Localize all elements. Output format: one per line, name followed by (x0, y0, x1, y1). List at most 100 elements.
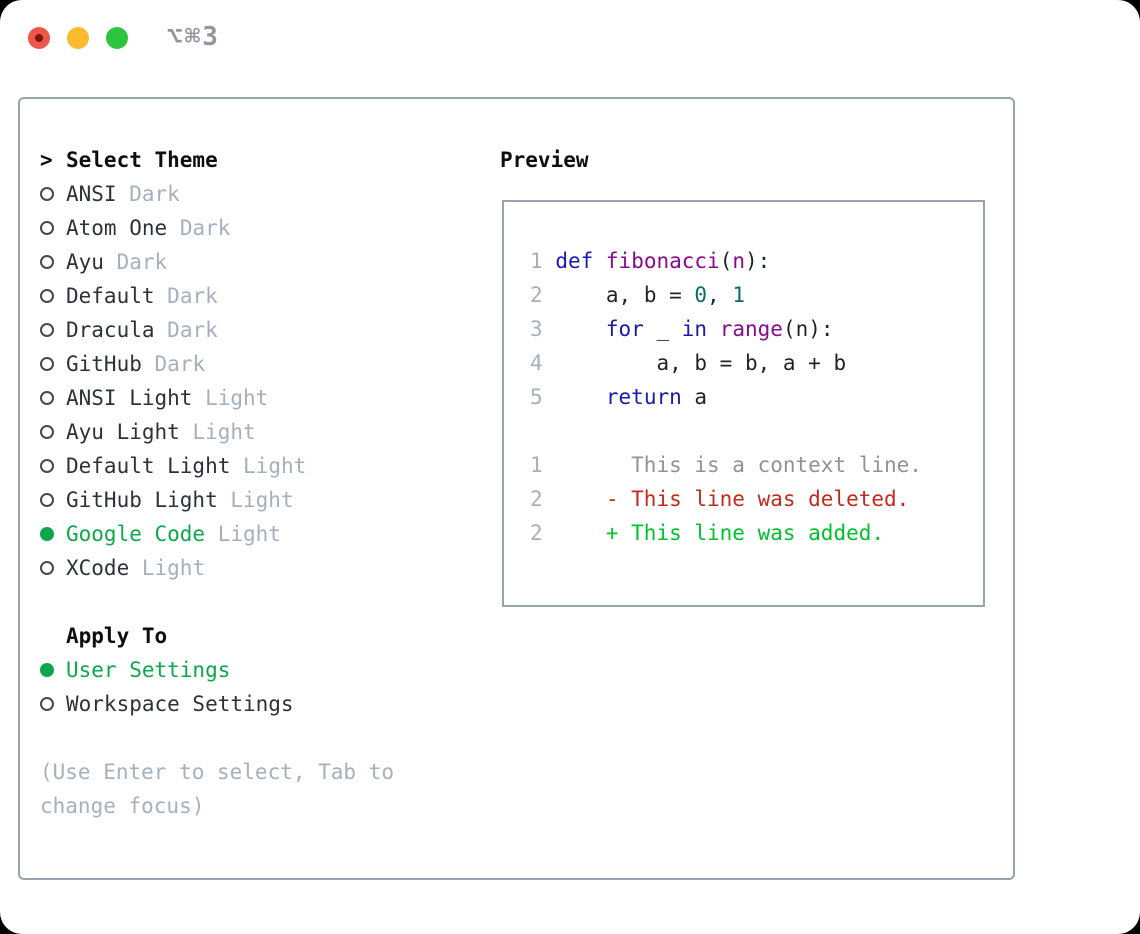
line-number: 2 (530, 521, 543, 545)
close-button[interactable] (28, 27, 50, 49)
code-token: ): (745, 249, 771, 273)
theme-option-atom-one[interactable]: Atom One Dark (40, 211, 496, 245)
radio-icon (40, 697, 54, 711)
theme-option-ansi[interactable]: ANSI Dark (40, 177, 496, 211)
code-token: def (555, 249, 594, 273)
radio-icon (40, 187, 54, 201)
apply-option-user-settings[interactable]: User Settings (40, 653, 496, 687)
preview-code-line: 2 a, b = 0, 1 (530, 278, 983, 312)
radio-icon (40, 493, 54, 507)
preview-code-line: 3 for _ in range(n): (530, 312, 983, 346)
zoom-button[interactable] (106, 27, 128, 49)
radio-icon (40, 425, 54, 439)
code-token: return (605, 385, 682, 409)
theme-name: ANSI (66, 182, 117, 206)
theme-variant-tag: Dark (179, 216, 231, 240)
theme-variant-tag: Light (243, 454, 307, 478)
theme-option-google-code[interactable]: Google Code Light (40, 517, 496, 551)
diff-text: - This line was deleted. (542, 487, 910, 511)
theme-name: Ayu Light (66, 420, 180, 444)
theme-name: Ayu (66, 250, 104, 274)
theme-variant-tag: Light (230, 488, 294, 512)
theme-name: GitHub Light (66, 488, 218, 512)
hint-text: (Use Enter to select, Tab to change focu… (40, 760, 395, 818)
theme-option-default[interactable]: Default Dark (40, 279, 496, 313)
theme-name: Google Code (66, 522, 206, 546)
code-token: _ (643, 317, 682, 341)
radio-icon (40, 255, 54, 269)
window-shortcut-label: ⌥⌘3 (167, 22, 220, 52)
radio-icon (40, 561, 54, 575)
line-number: 2 (530, 283, 543, 307)
line-number: 3 (530, 317, 543, 341)
close-button-dot-icon (35, 34, 43, 42)
theme-option-xcode[interactable]: XCode Light (40, 551, 496, 585)
radio-icon (40, 323, 54, 337)
theme-option-marker (40, 449, 66, 483)
theme-option-github[interactable]: GitHub Dark (40, 347, 496, 381)
radio-icon (40, 221, 54, 235)
preview-diff-line-context: 1 This is a context line. (530, 448, 983, 482)
theme-option-marker (40, 415, 66, 449)
apply-option-workspace-settings[interactable]: Workspace Settings (40, 687, 496, 721)
theme-variant-tag: Light (141, 556, 206, 580)
theme-option-github-light[interactable]: GitHub Light Light (40, 483, 496, 517)
minimize-button[interactable] (67, 27, 89, 49)
code-token: a (681, 385, 708, 409)
theme-option-marker (40, 381, 66, 415)
radio-icon (40, 357, 54, 371)
line-number: 2 (530, 487, 543, 511)
titlebar: ⌥⌘3 (0, 0, 1140, 76)
code-token (555, 317, 606, 341)
theme-name: Atom One (66, 216, 168, 240)
select-theme-title: Select Theme (66, 148, 218, 172)
theme-option-marker (40, 177, 66, 211)
preview-code-line: 5 return a (530, 380, 983, 414)
code-token: for (605, 317, 644, 341)
selected-radio-icon (40, 663, 54, 677)
theme-variant-tag: Dark (154, 352, 206, 376)
code-token: 0 (694, 283, 708, 307)
preview-code-line (530, 414, 983, 448)
code-token: a, b = (555, 283, 695, 307)
code-token (707, 317, 720, 341)
theme-variant-tag: Dark (129, 182, 180, 206)
theme-name: GitHub (66, 352, 142, 376)
theme-name: XCode (66, 556, 130, 580)
preview-diff-line-deleted: 2 - This line was deleted. (530, 482, 983, 516)
theme-variant-tag: Light (192, 420, 256, 444)
preview-heading: Preview (500, 148, 589, 172)
focus-arrow-icon: > (40, 148, 53, 172)
diff-text: + This line was added. (542, 521, 885, 545)
apply-option-name: Workspace Settings (66, 692, 294, 716)
theme-variant-tag: Dark (116, 250, 168, 274)
apply-option-marker (40, 653, 66, 687)
line-number: 1 (530, 249, 543, 273)
theme-name: Default (66, 284, 155, 308)
code-token: n (732, 249, 746, 273)
code-token: in (681, 317, 708, 341)
code-token (593, 249, 606, 273)
line-number: 1 (530, 453, 543, 477)
preview-code-line: 1 def fibonacci(n): (530, 244, 983, 278)
line-number: 5 (530, 385, 543, 409)
theme-option-ayu-light[interactable]: Ayu Light Light (40, 415, 496, 449)
code-token: (n): (782, 317, 834, 341)
apply-to-heading: Apply To (40, 619, 496, 653)
theme-option-marker (40, 245, 66, 279)
theme-name: Dracula (66, 318, 155, 342)
theme-option-marker (40, 347, 66, 381)
theme-option-ayu[interactable]: Ayu Dark (40, 245, 496, 279)
code-token: , (707, 283, 733, 307)
theme-option-marker (40, 517, 66, 551)
code-token: a, b = b, a + b (555, 351, 847, 375)
code-token: ( (719, 249, 733, 273)
theme-option-dracula[interactable]: Dracula Dark (40, 313, 496, 347)
theme-option-ansi-light[interactable]: ANSI Light Light (40, 381, 496, 415)
theme-option-marker (40, 483, 66, 517)
theme-option-default-light[interactable]: Default Light Light (40, 449, 496, 483)
